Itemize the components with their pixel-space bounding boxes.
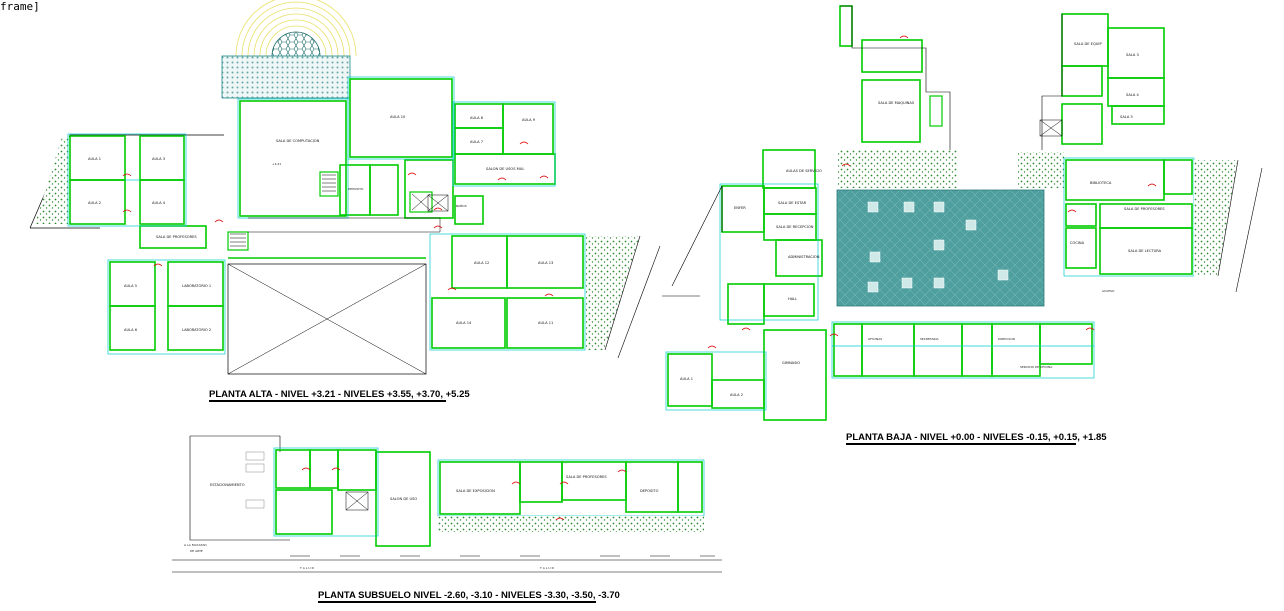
svg-text:DEPOSITO: DEPOSITO: [640, 489, 659, 493]
svg-text:AULA 6: AULA 6: [124, 328, 138, 332]
svg-text:SALA 5: SALA 5: [1120, 115, 1133, 119]
svg-text:AULA 7: AULA 7: [470, 140, 483, 144]
planta-alta: AULA 1 AULA 2 AULA 3 AULA 4 AULA 5 AULA …: [29, 0, 661, 402]
svg-text:SALON DE USOS MUL: SALON DE USOS MUL: [486, 167, 524, 171]
svg-text:ESTACIONAMIENTO: ESTACIONAMIENTO: [210, 483, 245, 487]
svg-text:AULA 11: AULA 11: [538, 321, 553, 325]
svg-text:SALA DE RECEPCION: SALA DE RECEPCION: [776, 225, 814, 229]
svg-text:SALA DE ESTAR: SALA DE ESTAR: [778, 201, 807, 205]
svg-text:SALA DE PROFESORES: SALA DE PROFESORES: [156, 235, 197, 239]
svg-text:AULA 8: AULA 8: [470, 116, 484, 120]
svg-text:SALA DE PROFESORES: SALA DE PROFESORES: [566, 475, 607, 479]
title-planta-alta: PLANTA ALTA - NIVEL +3.21 - NIVELES +3.5…: [209, 389, 470, 400]
svg-text:SALA DE EXPOSICION: SALA DE EXPOSICION: [456, 489, 495, 493]
amphitheatre: [235, 0, 357, 57]
svg-text:SALA DE COMPUTACION: SALA DE COMPUTACION: [276, 139, 320, 143]
svg-text:AULA 13: AULA 13: [538, 261, 553, 265]
svg-text:SECRETARIA: SECRETARIA: [920, 337, 939, 341]
svg-text:ADMINISTRACION: ADMINISTRACION: [788, 255, 820, 259]
svg-text:DEPOSITO: DEPOSITO: [348, 187, 364, 191]
svg-text:SALA DE EQUIP: SALA DE EQUIP: [1074, 42, 1102, 46]
svg-text:SALA DE LECTURA: SALA DE LECTURA: [1128, 249, 1162, 253]
planta-subsuelo: ESTACIONAMIENTO SALON DE USO SALA DE EXP…: [172, 435, 722, 603]
svg-text:AULA 1: AULA 1: [88, 157, 101, 161]
svg-text:GIMNASIO: GIMNASIO: [782, 361, 800, 365]
svg-text:BAÑOS: BAÑOS: [456, 203, 467, 208]
title-planta-baja: PLANTA BAJA - NIVEL +0.00 - NIVELES -0.1…: [846, 432, 1107, 443]
label-talud-left: T A L U D: [299, 566, 315, 570]
svg-text:COCINA: COCINA: [1070, 241, 1085, 245]
svg-text:LABORATORIO 1: LABORATORIO 1: [182, 284, 211, 288]
svg-text:AULA 5: AULA 5: [124, 284, 137, 288]
svg-text:HALL: HALL: [788, 297, 797, 301]
svg-text:SALA 4: SALA 4: [1126, 93, 1139, 97]
planta-baja: SALA DE MAQUINAS SALA DE EQUIP SALA 3 SA…: [662, 5, 1263, 445]
svg-text:SALA 3: SALA 3: [1126, 53, 1139, 57]
svg-text:AULAS DE SERVICIO: AULAS DE SERVICIO: [786, 169, 822, 173]
svg-text:SALON DE USO: SALON DE USO: [390, 497, 417, 501]
svg-text:DIRECCION: DIRECCION: [998, 337, 1015, 341]
svg-text:BIBLIOTECA: BIBLIOTECA: [1090, 181, 1112, 185]
svg-text:ENFER: ENFER: [734, 206, 746, 210]
svg-text:AULA 9: AULA 9: [522, 118, 536, 122]
svg-text:OFICINAS: OFICINAS: [868, 337, 882, 341]
svg-text:AULA 3: AULA 3: [152, 157, 165, 161]
svg-text:SERVICIO DE OFICINA: SERVICIO DE OFICINA: [1020, 365, 1053, 369]
label-acceso: ACCESO: [1102, 289, 1115, 293]
svg-text:+3.21: +3.21: [272, 162, 281, 166]
svg-text:AULA 2: AULA 2: [730, 393, 743, 397]
svg-text:AULA 12: AULA 12: [474, 261, 489, 265]
svg-text:DE ARTE: DE ARTE: [190, 549, 203, 553]
svg-text:SALA DE MAQUINAS: SALA DE MAQUINAS: [878, 101, 915, 105]
svg-text:AULA 14: AULA 14: [456, 321, 472, 325]
title-planta-subsuelo: PLANTA SUBSUELO NIVEL -2.60, -3.10 - NIV…: [318, 590, 620, 601]
svg-text:AULA 2: AULA 2: [88, 201, 101, 205]
svg-text:AULA 10: AULA 10: [390, 115, 406, 119]
frame-label: frame]: [0, 0, 40, 13]
svg-text:AULA 1: AULA 1: [680, 377, 693, 381]
svg-text:A LA FACULTAD: A LA FACULTAD: [184, 543, 207, 547]
svg-text:AULA 4: AULA 4: [152, 201, 166, 205]
svg-text:SALA DE PROFESORES: SALA DE PROFESORES: [1124, 207, 1165, 211]
svg-text:LABORATORIO 2: LABORATORIO 2: [182, 328, 211, 332]
label-talud-right: T A L U D: [539, 566, 555, 570]
